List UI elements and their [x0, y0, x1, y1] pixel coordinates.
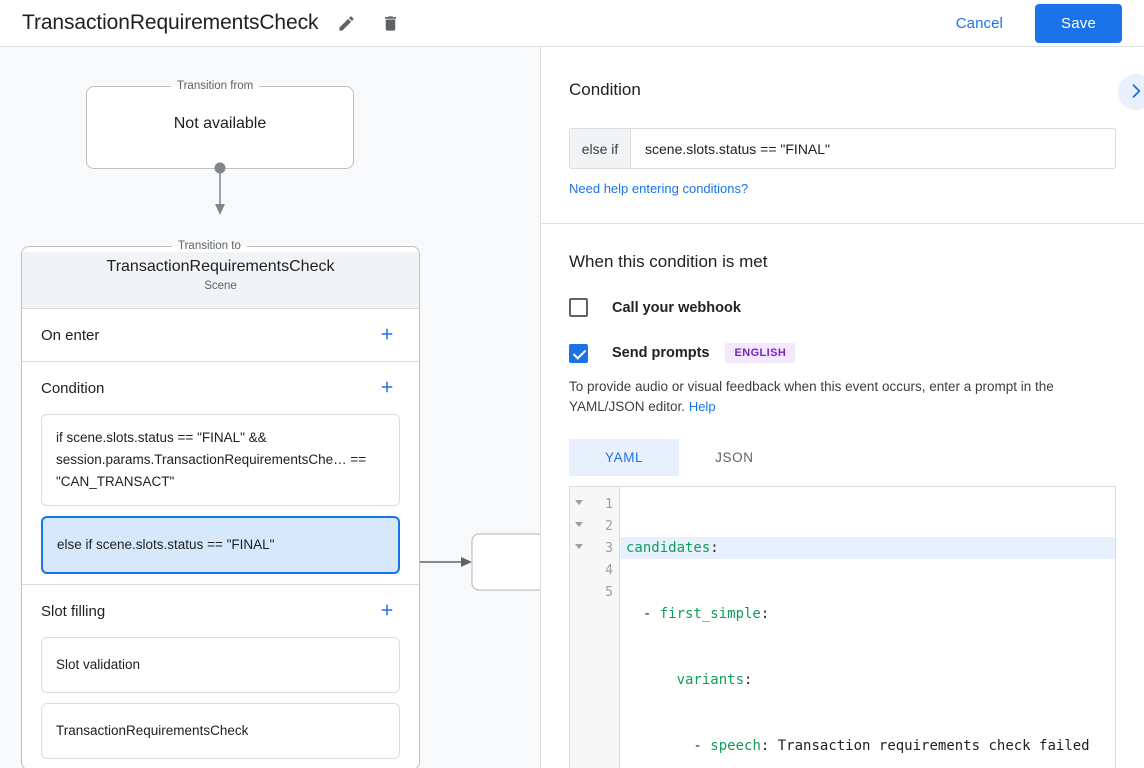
gutter-line: 1 — [570, 493, 619, 515]
top-bar: TransactionRequirementsCheck Cancel Save — [0, 0, 1144, 47]
webhook-checkbox-row[interactable]: Call your webhook — [569, 298, 1116, 317]
editor-code-area[interactable]: candidates: - first_simple: variants: - … — [620, 487, 1115, 768]
add-slot-filling-button[interactable] — [374, 598, 400, 624]
transition-to-box: Transition to TransactionRequirementsChe… — [21, 240, 420, 768]
save-button[interactable]: Save — [1035, 4, 1122, 43]
pencil-icon — [337, 14, 356, 33]
flow-canvas[interactable]: Transition from Not available Transition… — [0, 47, 540, 768]
plus-icon — [378, 601, 396, 622]
scene-type: Scene — [22, 280, 419, 292]
yaml-key: first_simple — [660, 606, 761, 622]
line-number: 2 — [605, 519, 613, 534]
line-number: 4 — [605, 563, 613, 578]
tab-yaml[interactable]: YAML — [569, 439, 679, 476]
send-prompts-label: Send prompts — [612, 345, 709, 361]
send-prompts-checkbox[interactable] — [569, 344, 588, 363]
condition-section-title: Condition — [569, 47, 1116, 100]
section-condition-head: Condition — [41, 362, 400, 414]
yaml-value: Transaction requirements check failed — [769, 738, 1089, 754]
line-number: 1 — [605, 497, 613, 512]
condition-section: Condition else if Need help entering con… — [541, 47, 1144, 198]
section-slot-filling-head: Slot filling — [41, 585, 400, 637]
cancel-button[interactable]: Cancel — [942, 7, 1017, 40]
condition-item[interactable]: if scene.slots.status == "FINAL" && sess… — [41, 414, 400, 506]
section-on-enter: On enter — [22, 309, 419, 362]
yaml-key: speech — [710, 738, 761, 754]
plus-icon — [378, 378, 396, 399]
when-met-section: When this condition is met Call your web… — [541, 224, 1144, 768]
chevron-right-icon — [1126, 81, 1144, 104]
delete-trash-button[interactable] — [374, 7, 406, 39]
language-badge: ENGLISH — [725, 343, 795, 363]
webhook-label: Call your webhook — [612, 300, 741, 316]
code-line: candidates: — [620, 537, 1115, 559]
page-title: TransactionRequirementsCheck — [22, 11, 318, 35]
plus-icon — [378, 325, 396, 346]
line-number: 3 — [605, 541, 613, 556]
scene-header: TransactionRequirementsCheck Scene — [22, 252, 419, 309]
transition-from-box: Transition from Not available — [86, 80, 354, 169]
fold-arrow-icon[interactable] — [575, 544, 583, 549]
condition-expression-input[interactable] — [631, 129, 1115, 168]
prompts-helper-text: To provide audio or visual feedback when… — [569, 377, 1116, 417]
section-slot-filling-title: Slot filling — [41, 603, 105, 620]
line-number: 5 — [605, 585, 613, 600]
yaml-key: candidates — [626, 540, 710, 556]
edit-pencil-button[interactable] — [330, 7, 362, 39]
code-line: - speech: Transaction requirements check… — [620, 735, 1115, 757]
send-prompts-checkbox-row[interactable]: Send prompts ENGLISH — [569, 343, 1116, 363]
section-on-enter-title: On enter — [41, 327, 99, 344]
details-panel: Condition else if Need help entering con… — [540, 47, 1144, 768]
transition-to-legend: Transition to — [172, 240, 247, 252]
condition-prefix-label: else if — [570, 129, 631, 168]
transition-from-value: Not available — [87, 92, 353, 156]
prompts-helper-sentence: To provide audio or visual feedback when… — [569, 379, 1054, 414]
fold-arrow-icon[interactable] — [575, 522, 583, 527]
condition-item-selected[interactable]: else if scene.slots.status == "FINAL" — [41, 516, 400, 574]
section-slot-filling: Slot filling Slot validation Transaction… — [22, 585, 419, 759]
gutter-line: 3 — [570, 537, 619, 559]
code-line: - first_simple: — [620, 603, 1115, 625]
trash-icon — [381, 14, 400, 33]
condition-input-row[interactable]: else if — [569, 128, 1116, 169]
add-condition-button[interactable] — [374, 375, 400, 401]
yaml-key: variants — [677, 672, 744, 688]
slot-filling-item[interactable]: Slot validation — [41, 637, 400, 693]
section-condition-title: Condition — [41, 380, 104, 397]
add-on-enter-button[interactable] — [374, 322, 400, 348]
gutter-line: 2 — [570, 515, 619, 537]
condition-help-link[interactable]: Need help entering conditions? — [569, 181, 748, 196]
scene-name: TransactionRequirementsCheck — [22, 258, 419, 276]
when-met-title: When this condition is met — [569, 224, 1116, 272]
section-on-enter-head: On enter — [41, 309, 400, 361]
fold-arrow-icon[interactable] — [575, 500, 583, 505]
section-condition: Condition if scene.slots.status == "FINA… — [22, 362, 419, 585]
code-line: variants: — [620, 669, 1115, 691]
code-editor[interactable]: 1 2 3 4 5 — [569, 486, 1116, 768]
gutter-line: 5 — [570, 581, 619, 603]
editor-format-tabs: YAML JSON — [569, 439, 1116, 476]
transition-from-legend: Transition from — [171, 80, 259, 92]
prompts-help-link[interactable]: Help — [689, 397, 716, 417]
tab-json[interactable]: JSON — [679, 439, 789, 476]
webhook-checkbox[interactable] — [569, 298, 588, 317]
slot-filling-item[interactable]: TransactionRequirementsCheck — [41, 703, 400, 759]
gutter-line: 4 — [570, 559, 619, 581]
editor-gutter: 1 2 3 4 5 — [570, 487, 620, 768]
